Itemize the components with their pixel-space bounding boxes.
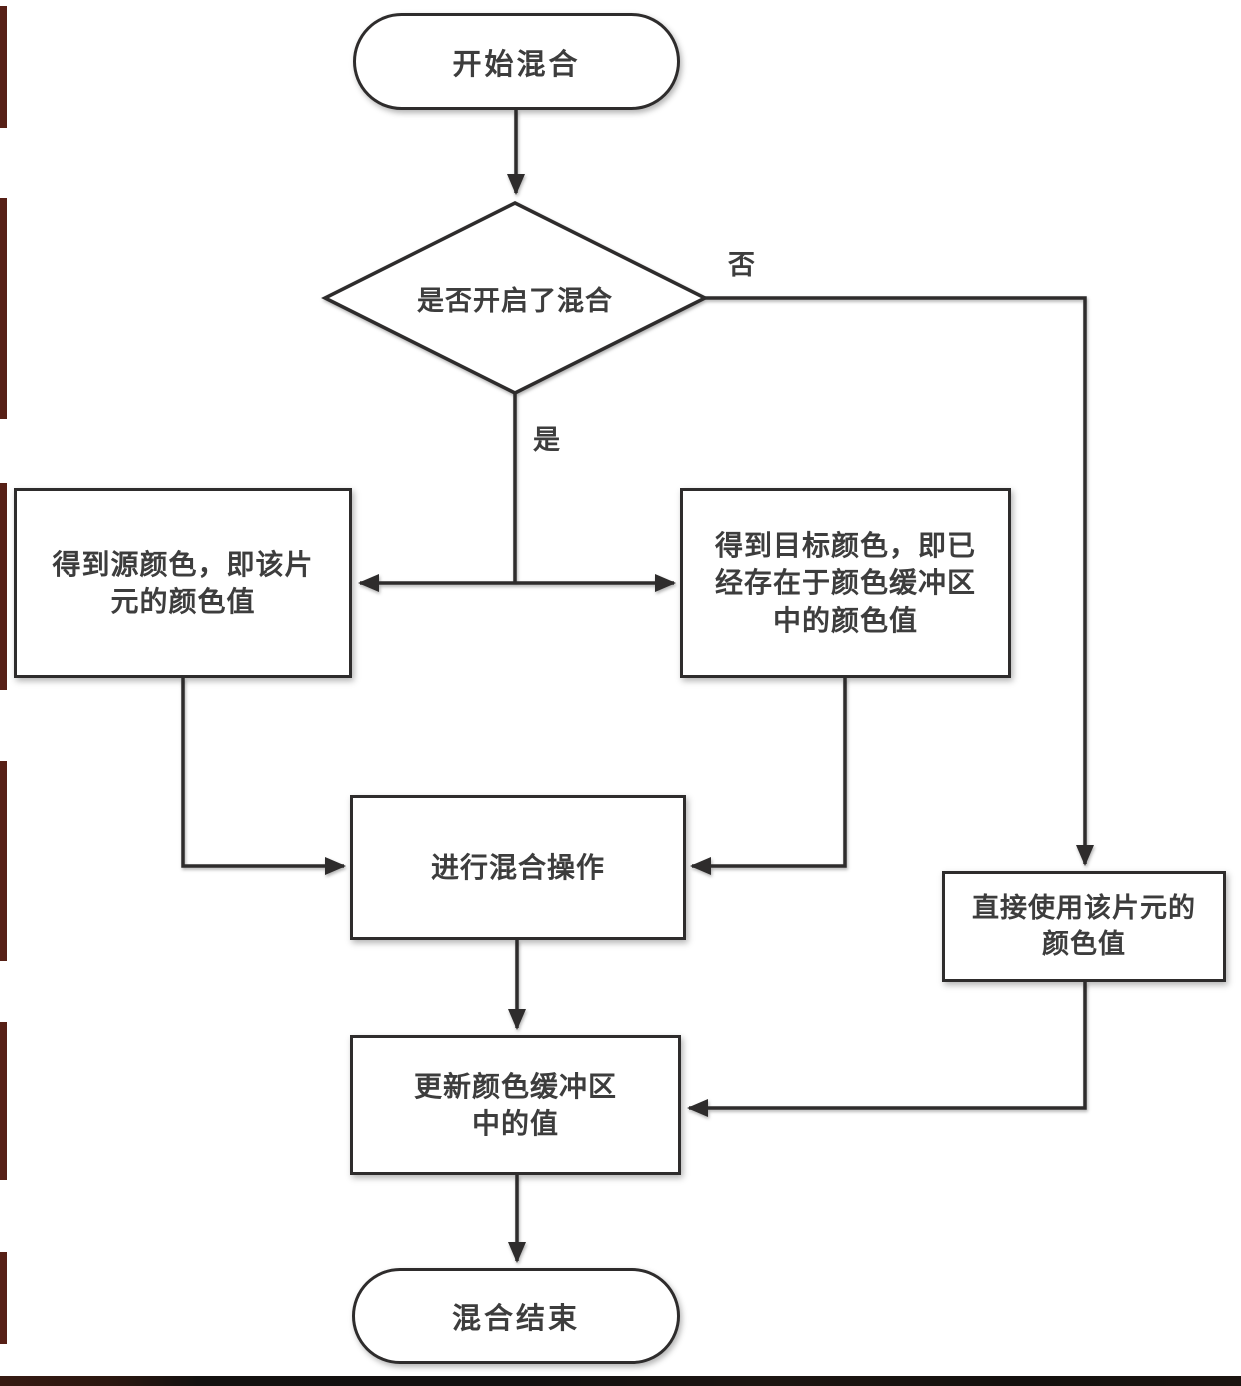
scan-edge-mark (0, 483, 7, 690)
scan-bar-bottom (0, 1376, 1241, 1386)
blend-operation-box: 进行混合操作 (350, 795, 686, 940)
update-buffer-line: 中的值 (471, 1107, 559, 1140)
update-buffer-line: 更新颜色缓冲区 (413, 1069, 617, 1103)
destination-color-line: 中的颜色值 (772, 603, 918, 637)
start-terminal: 开始混合 (353, 13, 680, 110)
source-color-box: 得到源颜色，即该片 元的颜色值 (14, 488, 352, 678)
decision-label: 是否开启了混合 (417, 285, 613, 317)
scan-edge-mark (0, 1022, 7, 1180)
source-color-line: 得到源颜色，即该片 (52, 547, 314, 581)
direct-color-box: 直接使用该片元的 颜色值 (942, 871, 1226, 982)
yes-label: 是 (533, 425, 560, 456)
update-buffer-box: 更新颜色缓冲区 中的值 (350, 1035, 681, 1175)
start-terminal-label: 开始混合 (452, 46, 581, 81)
edge-direct-to-update (687, 982, 1087, 1117)
scan-edge-mark (0, 761, 7, 961)
direct-color-line: 直接使用该片元的 (972, 892, 1196, 924)
no-label: 否 (728, 250, 755, 281)
destination-color-line: 经存在于颜色缓冲区 (714, 566, 976, 600)
destination-color-line: 得到目标颜色，即已 (714, 529, 976, 563)
scan-edge-mark (0, 6, 7, 128)
end-terminal-label: 混合结束 (451, 1301, 580, 1335)
edge-dest-to-blend (690, 678, 847, 875)
end-terminal: 混合结束 (352, 1268, 680, 1364)
blend-operation-label: 进行混合操作 (430, 850, 605, 884)
direct-color-line: 颜色值 (1042, 928, 1126, 960)
decision-diamond: 是否开启了混合 (325, 203, 705, 393)
scan-edge-mark (0, 1252, 7, 1344)
destination-color-box: 得到目标颜色，即已 经存在于颜色缓冲区 中的颜色值 (680, 488, 1011, 678)
source-color-line: 元的颜色值 (110, 585, 256, 618)
edge-source-to-blend (181, 678, 346, 875)
decision-diamond-shape (321, 201, 709, 395)
scan-edge-mark (0, 198, 7, 419)
edge-no-to-direct-box (705, 296, 1094, 866)
